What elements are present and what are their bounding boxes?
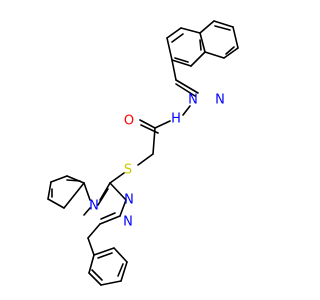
- triazole-n1-label: N: [124, 193, 134, 208]
- n-phenyl-ring: [47, 175, 91, 209]
- triazole-ring: [83, 182, 127, 225]
- hydrazone-n-left-label: N: [188, 93, 198, 108]
- triazole-n4-label: N: [89, 199, 99, 214]
- carbonyl-oxygen-label: O: [124, 114, 134, 129]
- triazole-n2-label: N: [123, 215, 133, 230]
- hydrazone-linker: [109, 59, 199, 184]
- nh-hydrogen-label: H: [171, 112, 181, 127]
- c-phenyl-ring: [87, 223, 128, 286]
- atom-labels: N N H O S N N N: [89, 93, 225, 230]
- hydrazone-nh-right-label: N: [215, 93, 225, 108]
- thioether-sulfur-label: S: [124, 163, 132, 178]
- naphthalene-ring: [166, 20, 239, 67]
- molecule-diagram: N N H O S N N N: [47, 20, 239, 286]
